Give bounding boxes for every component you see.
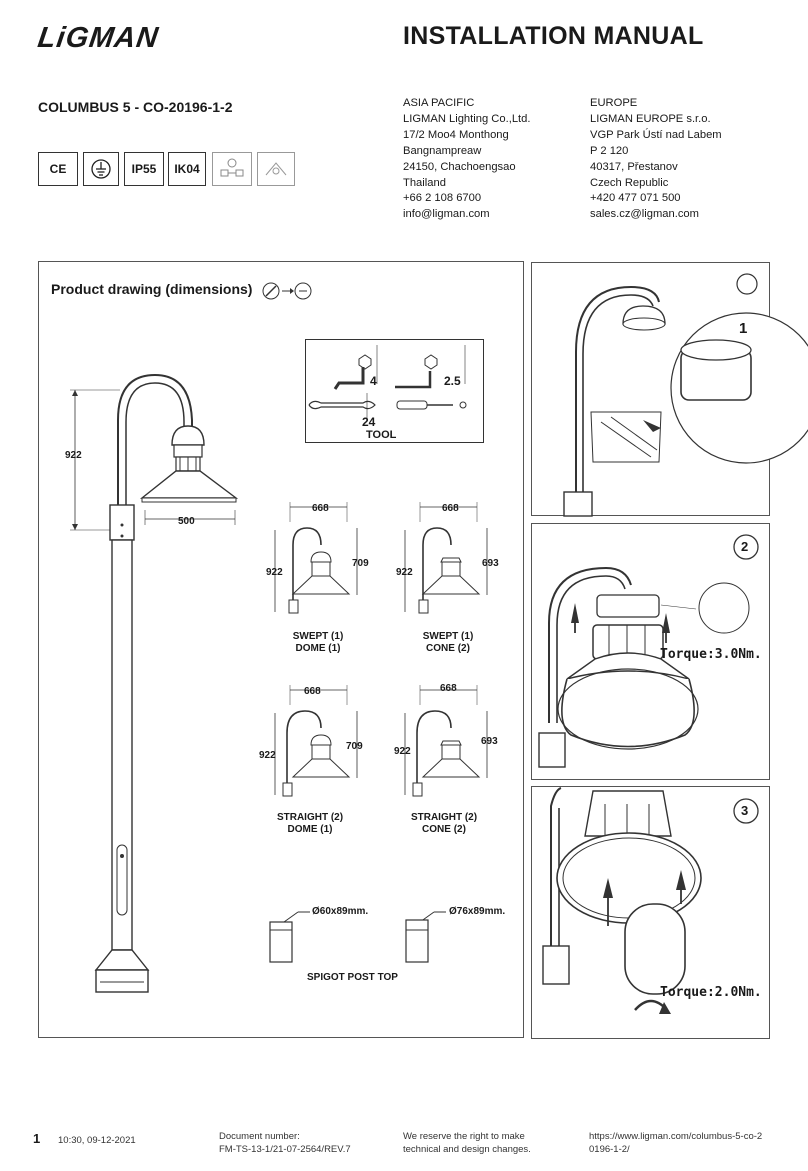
hex-key-4-label: 4 bbox=[370, 374, 377, 388]
ip-rating-badge: IP55 bbox=[124, 152, 164, 186]
step-1-number: 1 bbox=[739, 320, 748, 337]
product-name: COLUMBUS 5 - CO-20196-1-2 bbox=[38, 99, 233, 115]
variant-1-head: 709 bbox=[352, 558, 369, 569]
variant-2-width: 668 bbox=[442, 503, 459, 514]
variant-3-height: 922 bbox=[259, 750, 276, 761]
variant-4-head: 693 bbox=[481, 736, 498, 747]
lamp-info-icon bbox=[257, 152, 295, 186]
variant-3-width: 668 bbox=[304, 686, 321, 697]
variant-1-height: 922 bbox=[266, 567, 283, 578]
page-number: 1 bbox=[33, 1131, 41, 1146]
variant-4-name-1: STRAIGHT (2) bbox=[410, 812, 478, 823]
tool-caption: TOOL bbox=[366, 429, 397, 441]
step-3-drawing bbox=[542, 787, 759, 1014]
variant-1-name-2: DOME (1) bbox=[295, 643, 341, 654]
ik-rating-badge: IK04 bbox=[168, 152, 206, 186]
ce-mark-icon: CE bbox=[38, 152, 78, 186]
variant-3-name-1: STRAIGHT (2) bbox=[276, 812, 344, 823]
step-3-torque: Torque:2.0Nm. bbox=[660, 985, 762, 1000]
spigot-60-label: Ø60x89mm. bbox=[312, 906, 369, 917]
spigot-caption: SPIGOT POST TOP bbox=[307, 972, 398, 983]
variant-2-name-2: CONE (2) bbox=[426, 643, 470, 654]
main-width-label: 500 bbox=[178, 516, 195, 527]
variant-straight-cone-drawing bbox=[404, 685, 488, 797]
tool-drawing bbox=[308, 345, 467, 419]
hex-key-2-5-label: 2.5 bbox=[444, 374, 461, 388]
earth-ground-icon bbox=[83, 152, 119, 186]
document-title: INSTALLATION MANUAL bbox=[403, 22, 704, 50]
variant-3-name-2: DOME (1) bbox=[287, 824, 333, 835]
variant-2-head: 693 bbox=[482, 558, 499, 569]
spigot-drawings bbox=[269, 911, 446, 963]
variant-3-head: 709 bbox=[346, 741, 363, 752]
timestamp: 10:30, 09-12-2021 bbox=[58, 1135, 136, 1146]
drawing-title: Product drawing (dimensions) bbox=[51, 281, 253, 297]
step-1-drawing bbox=[563, 273, 808, 517]
variant-straight-dome-drawing bbox=[274, 685, 358, 797]
variant-4-height: 922 bbox=[394, 746, 411, 757]
variant-2-name-1: SWEPT (1) bbox=[422, 631, 474, 642]
main-lamp-drawing bbox=[70, 373, 239, 993]
variant-2-height: 922 bbox=[396, 567, 413, 578]
document-number: Document number:FM-TS-13-1/21-07-2564/RE… bbox=[219, 1131, 351, 1155]
tool-box bbox=[305, 339, 484, 443]
step-2-drawing bbox=[538, 534, 759, 768]
screwdriver-icon bbox=[262, 282, 312, 300]
variant-4-width: 668 bbox=[440, 683, 457, 694]
ligman-logo: LiGMAN bbox=[35, 22, 161, 54]
variant-1-width: 668 bbox=[312, 503, 329, 514]
step-2-torque: Torque:3.0Nm. bbox=[660, 647, 762, 662]
wrench-24-label: 24 bbox=[362, 415, 376, 429]
step-2-number: 2 bbox=[741, 539, 749, 554]
variant-swept-dome-drawing bbox=[274, 502, 358, 614]
variant-1-name-1: SWEPT (1) bbox=[292, 631, 344, 642]
step-3-number: 3 bbox=[741, 803, 749, 818]
spigot-76-label: Ø76x89mm. bbox=[449, 906, 506, 917]
main-height-label: 922 bbox=[65, 450, 82, 461]
variant-swept-cone-drawing bbox=[404, 502, 488, 614]
mounting-info-icon bbox=[212, 152, 252, 186]
variant-4-name-2: CONE (2) bbox=[422, 824, 466, 835]
